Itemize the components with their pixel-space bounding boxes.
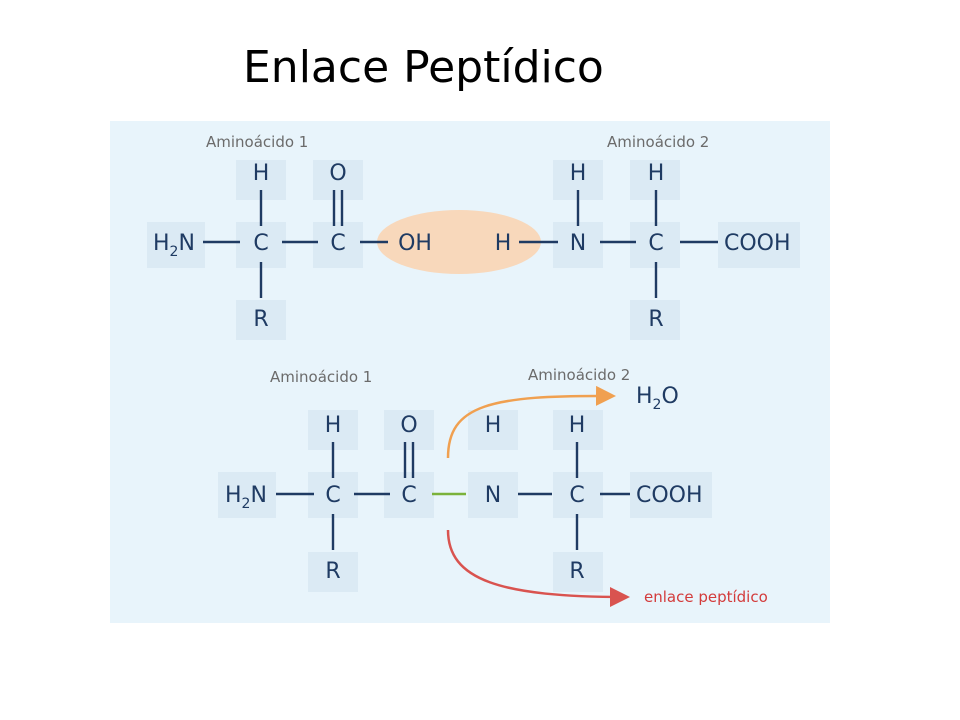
atom-c3-bottom: C: [569, 483, 584, 508]
atom-n-top: N: [570, 231, 586, 256]
label-aminoacid-2-top: Aminoácido 2: [607, 133, 709, 151]
label-aminoacid-1-top: Aminoácido 1: [206, 133, 308, 151]
label-aminoacid-1-bottom: Aminoácido 1: [270, 368, 372, 386]
atom-c3-top: C: [648, 231, 663, 256]
atom-h1-bottom: H: [325, 413, 342, 438]
label-aminoacid-2-bottom: Aminoácido 2: [528, 366, 630, 384]
atoms-bottom: H2N H C R O C N H H C R COOH: [225, 413, 703, 584]
bonds-bottom: [276, 442, 630, 550]
atom-c1-top: C: [253, 231, 268, 256]
atom-o-top: O: [329, 161, 346, 186]
atom-cells-top: [147, 160, 800, 340]
atom-cooh-top: COOH: [724, 231, 791, 256]
atom-c2-bottom: C: [401, 483, 416, 508]
atom-r1-bottom: R: [325, 559, 340, 584]
atom-r2-bottom: R: [569, 559, 584, 584]
atom-h-left-top: H: [495, 231, 512, 256]
atom-cooh-bottom: COOH: [636, 483, 703, 508]
diagram-panel: [110, 121, 830, 623]
atom-hn-top: H: [570, 161, 587, 186]
atom-h1-top: H: [253, 161, 270, 186]
atom-hn-bottom: H: [485, 413, 502, 438]
atom-h2n-bottom: H2N: [225, 483, 267, 512]
atom-c2-top: C: [330, 231, 345, 256]
atom-r2-top: R: [648, 307, 663, 332]
bonds-top: [203, 190, 718, 298]
peptide-bond-arrow: [446, 529, 630, 607]
water-leaving-highlight: [377, 210, 541, 274]
water-arrow: [446, 385, 616, 459]
page-title: Enlace Peptídico: [243, 42, 604, 93]
atom-h2n-top: H2N: [153, 231, 195, 260]
atom-c1-bottom: C: [325, 483, 340, 508]
atom-o-bottom: O: [400, 413, 417, 438]
atom-h2-bottom: H: [569, 413, 586, 438]
atoms-top: H2N H C R O C OH H N H H C R COOH: [153, 161, 791, 332]
atom-n-bottom: N: [485, 483, 501, 508]
atom-h2-top: H: [648, 161, 665, 186]
atom-r1-top: R: [253, 307, 268, 332]
peptide-bond-label: enlace peptídico: [644, 588, 768, 606]
atom-oh-top: OH: [398, 231, 432, 256]
water-product: H2O: [636, 384, 679, 413]
